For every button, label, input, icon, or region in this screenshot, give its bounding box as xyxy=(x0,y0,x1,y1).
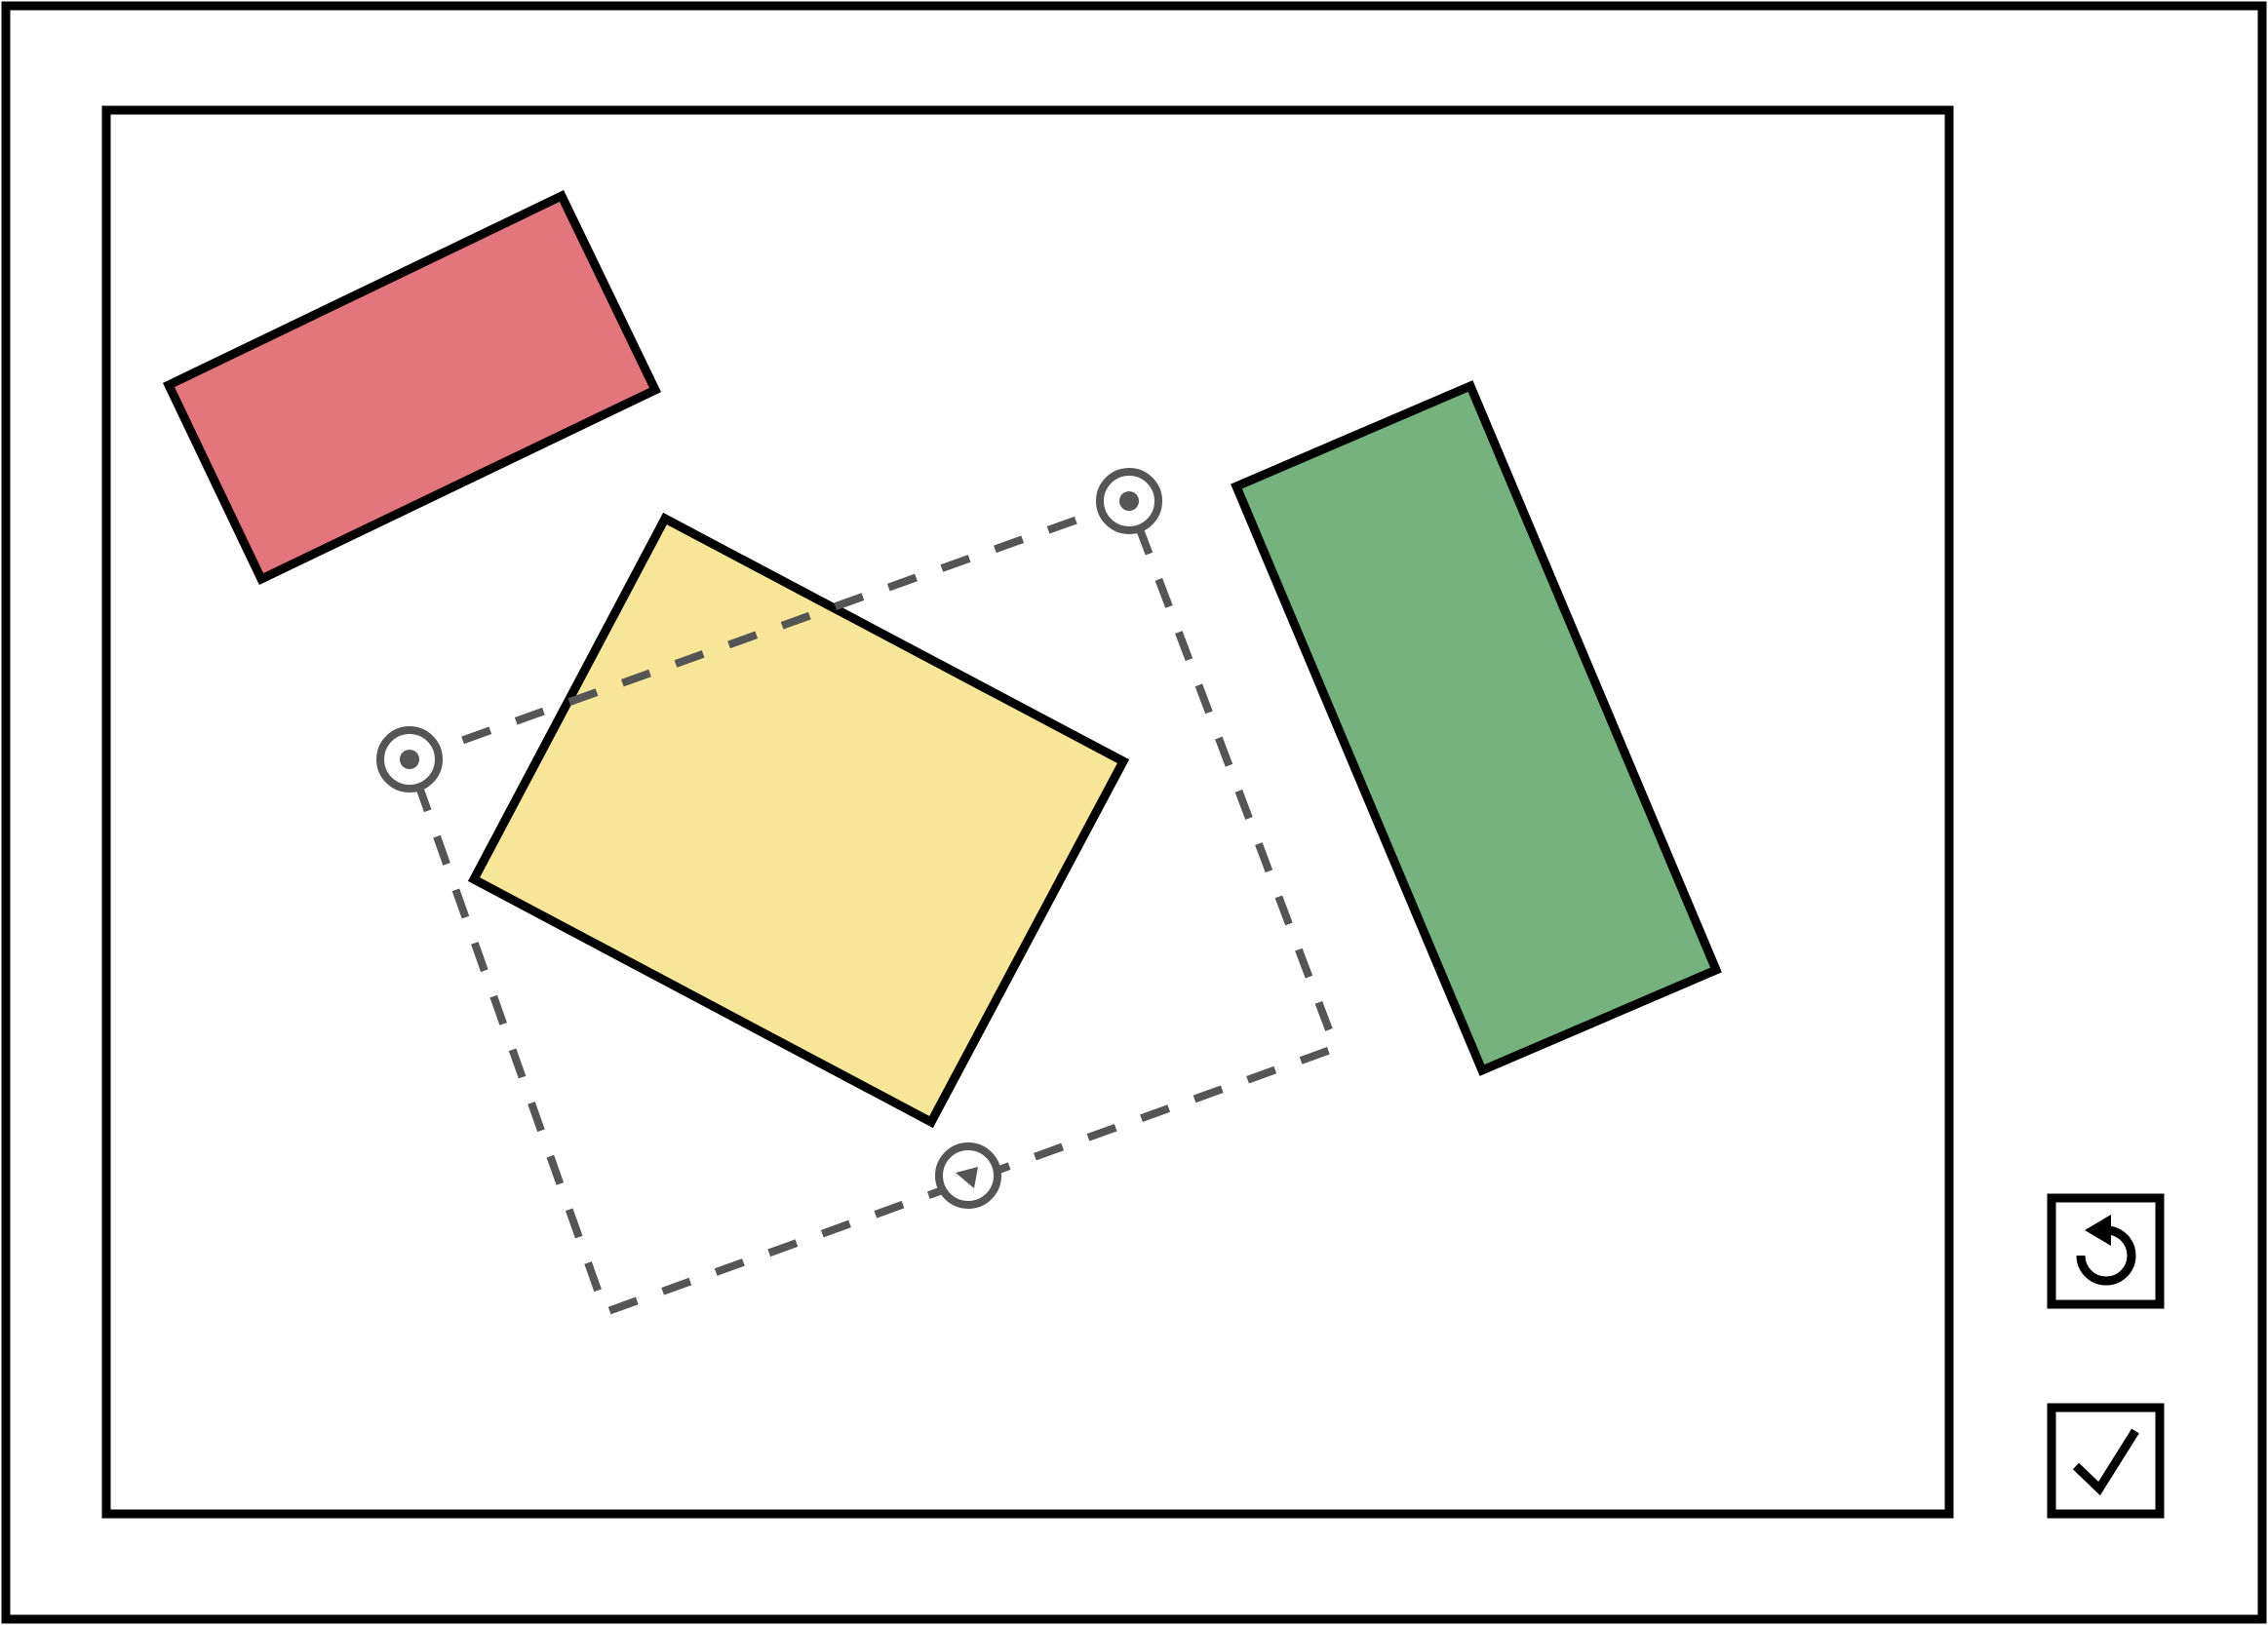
checkmark-icon xyxy=(2072,1428,2139,1496)
rotate-handle[interactable] xyxy=(935,1142,1001,1209)
scale-handle-dot xyxy=(1119,491,1139,511)
move-handle[interactable] xyxy=(376,726,443,793)
rotate-arrow-icon xyxy=(956,1167,978,1188)
red-rectangle[interactable] xyxy=(163,189,662,586)
yellow-rectangle[interactable] xyxy=(467,512,1130,1129)
reset-button-frame xyxy=(2047,1193,2165,1309)
confirm-button[interactable] xyxy=(2047,1403,2165,1519)
selection-outline xyxy=(404,495,1342,1318)
scale-handle[interactable] xyxy=(1096,468,1162,534)
green-rectangle[interactable] xyxy=(1231,380,1722,1076)
reset-icon xyxy=(2076,1215,2136,1286)
move-handle-dot xyxy=(400,750,419,769)
confirm-button-frame xyxy=(2047,1403,2165,1519)
reset-button[interactable] xyxy=(2047,1193,2165,1309)
